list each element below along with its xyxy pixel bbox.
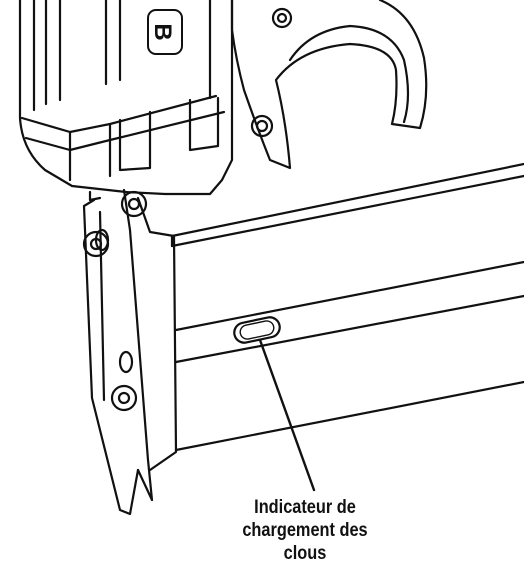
logo-emboss: B [147,9,183,55]
callout-label-line-2: chargement des [242,520,368,541]
callout-label-line-1: Indicateur de [254,497,356,518]
logo-letter: B [149,23,176,40]
callout-label-line-3: clous [283,543,327,564]
tool-body [18,0,234,196]
callout-leader-line [258,338,316,492]
callout-label: Indicateur de chargement des clous [228,496,383,565]
nose-assembly [82,188,178,516]
nail-indicator-slot [233,316,281,344]
magazine-rail [170,162,524,452]
handle [230,0,428,170]
